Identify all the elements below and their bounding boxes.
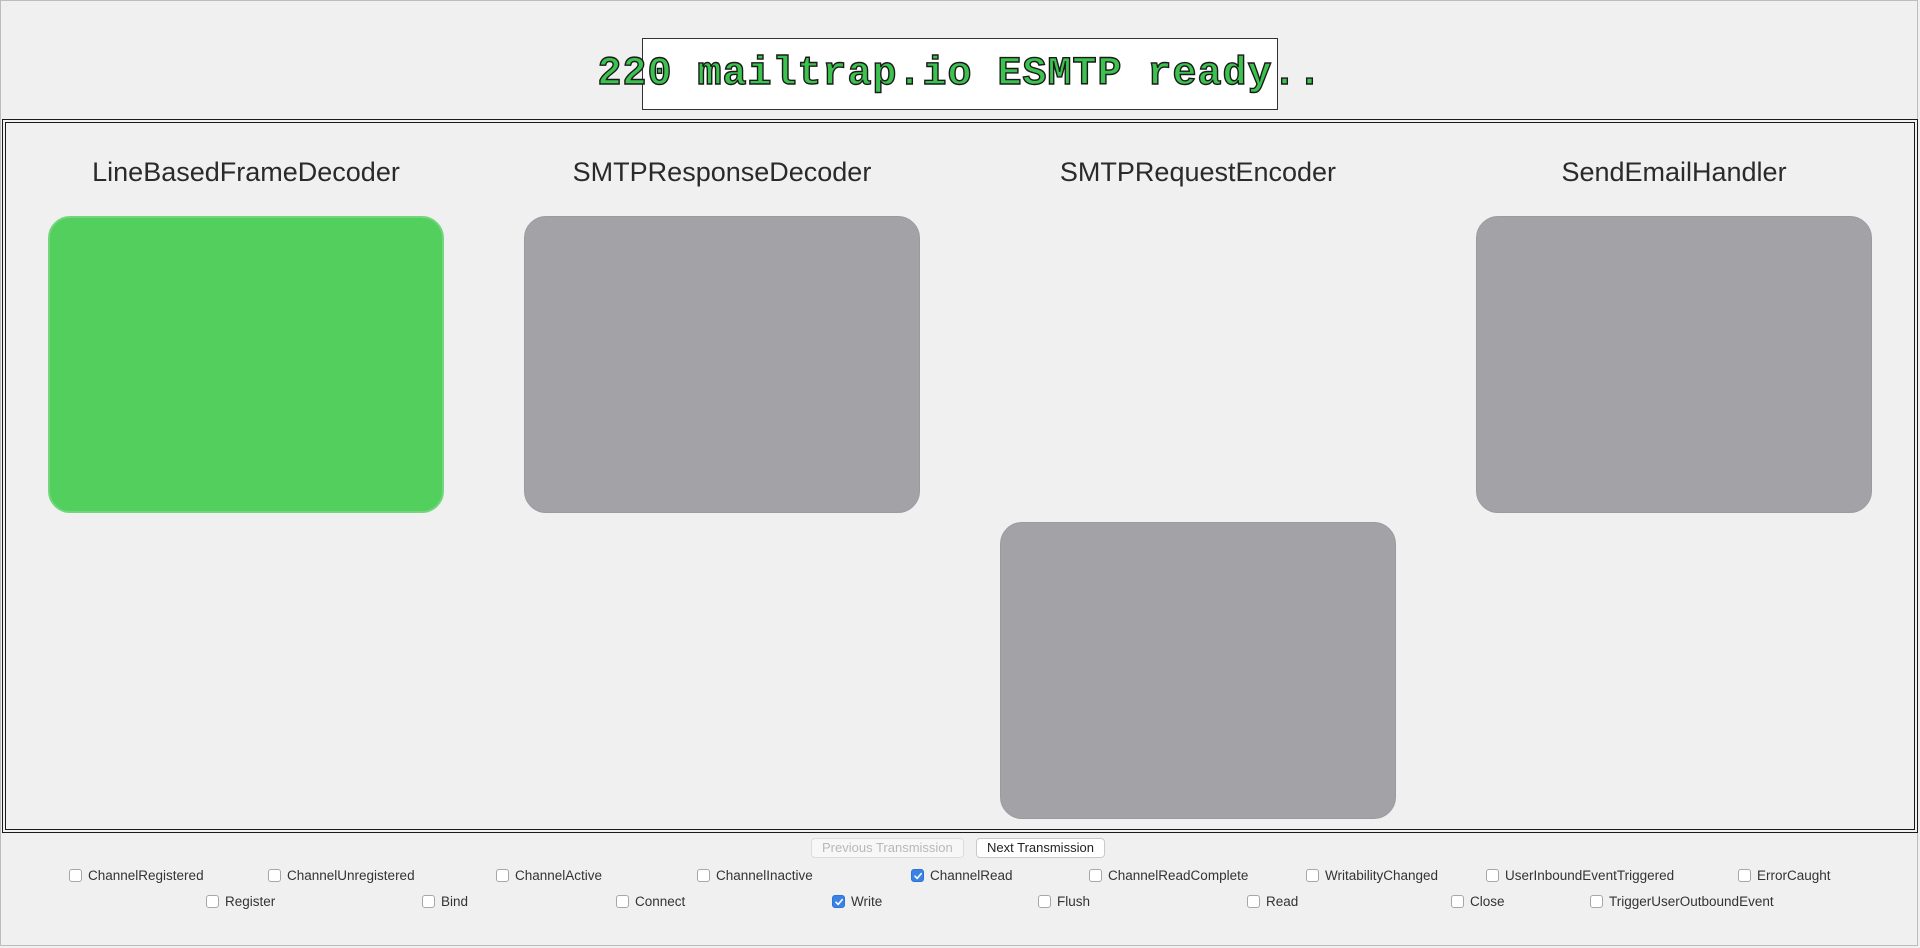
checkbox-label: Flush <box>1057 894 1091 909</box>
handler-box-smtp-response-decoder[interactable] <box>524 216 920 513</box>
checkbox-box[interactable] <box>1451 895 1464 908</box>
checkbox-label: UserInboundEventTriggered <box>1505 868 1675 883</box>
checkbox-label: ChannelRegistered <box>88 868 204 883</box>
controls-panel: Previous Transmission Next Transmission … <box>0 838 1920 948</box>
checkbox-box[interactable] <box>1247 895 1260 908</box>
checkbox-label: Bind <box>441 894 469 909</box>
checkbox-write[interactable]: Write <box>832 894 882 909</box>
checkbox-box[interactable] <box>268 869 281 882</box>
checkbox-box[interactable] <box>616 895 629 908</box>
checkbox-box[interactable] <box>697 869 710 882</box>
handler-title-smtp-request-encoder: SMTPRequestEncoder <box>1059 157 1337 187</box>
handler-box-line-based-frame-decoder[interactable] <box>48 216 444 513</box>
checkbox-channel-read-complete[interactable]: ChannelReadComplete <box>1089 868 1248 883</box>
checkbox-connect[interactable]: Connect <box>616 894 685 909</box>
transmission-message-box: 220 mailtrap.io ESMTP ready.. <box>597 38 1322 110</box>
checkbox-label: WritabilityChanged <box>1325 868 1439 883</box>
checkbox-label: Write <box>851 894 883 909</box>
transmission-message: 220 mailtrap.io ESMTP ready.. <box>597 51 1323 97</box>
pipeline-inner-border: LineBasedFrameDecoder SMTPResponseDecode… <box>5 122 1915 830</box>
checkbox-box[interactable] <box>206 895 219 908</box>
handler-title-send-email-handler: SendEmailHandler <box>1561 157 1787 187</box>
checkbox-channel-read[interactable]: ChannelRead <box>911 868 1013 883</box>
checkbox-user-inbound-event-triggered[interactable]: UserInboundEventTriggered <box>1486 868 1674 883</box>
checkbox-label: ChannelReadComplete <box>1108 868 1249 883</box>
checkbox-close[interactable]: Close <box>1451 894 1505 909</box>
checkmark-icon[interactable] <box>832 895 845 908</box>
checkbox-channel-unregistered[interactable]: ChannelUnregistered <box>268 868 415 883</box>
checkbox-box[interactable] <box>1738 869 1751 882</box>
checkbox-label: ChannelActive <box>515 868 603 883</box>
handler-title-line-based-frame-decoder: LineBasedFrameDecoder <box>92 157 400 187</box>
checkbox-label: TriggerUserOutboundEvent <box>1609 894 1774 909</box>
handler-title-smtp-response-decoder: SMTPResponseDecoder <box>572 157 872 187</box>
checkbox-box[interactable] <box>496 869 509 882</box>
checkbox-box[interactable] <box>1486 869 1499 882</box>
checkbox-label: Register <box>225 894 276 909</box>
checkbox-channel-active[interactable]: ChannelActive <box>496 868 602 883</box>
checkbox-box[interactable] <box>1089 869 1102 882</box>
checkbox-box[interactable] <box>422 895 435 908</box>
previous-transmission-button[interactable]: Previous Transmission <box>811 838 964 858</box>
checkbox-box[interactable] <box>69 869 82 882</box>
checkbox-channel-registered[interactable]: ChannelRegistered <box>69 868 204 883</box>
checkbox-label: ErrorCaught <box>1757 868 1831 883</box>
checkbox-register[interactable]: Register <box>206 894 275 909</box>
next-transmission-button[interactable]: Next Transmission <box>976 838 1105 858</box>
checkbox-channel-inactive[interactable]: ChannelInactive <box>697 868 813 883</box>
checkbox-box[interactable] <box>1590 895 1603 908</box>
checkbox-writability-changed[interactable]: WritabilityChanged <box>1306 868 1438 883</box>
checkbox-bind[interactable]: Bind <box>422 894 468 909</box>
checkbox-box[interactable] <box>1306 869 1319 882</box>
checkbox-trigger-user-outbound-event[interactable]: TriggerUserOutboundEvent <box>1590 894 1774 909</box>
pipeline-panel: LineBasedFrameDecoder SMTPResponseDecode… <box>2 119 1918 833</box>
checkbox-label: Close <box>1470 894 1505 909</box>
handler-box-send-email-handler[interactable] <box>1476 216 1872 513</box>
checkbox-label: Connect <box>635 894 686 909</box>
checkbox-label: Read <box>1266 894 1299 909</box>
checkbox-read[interactable]: Read <box>1247 894 1298 909</box>
handler-box-smtp-request-encoder[interactable] <box>1000 522 1396 819</box>
checkbox-label: ChannelInactive <box>716 868 813 883</box>
checkbox-box[interactable] <box>1038 895 1051 908</box>
checkbox-flush[interactable]: Flush <box>1038 894 1090 909</box>
checkbox-label: ChannelRead <box>930 868 1013 883</box>
checkbox-label: ChannelUnregistered <box>287 868 415 883</box>
checkmark-icon[interactable] <box>911 869 924 882</box>
checkbox-error-caught[interactable]: ErrorCaught <box>1738 868 1831 883</box>
